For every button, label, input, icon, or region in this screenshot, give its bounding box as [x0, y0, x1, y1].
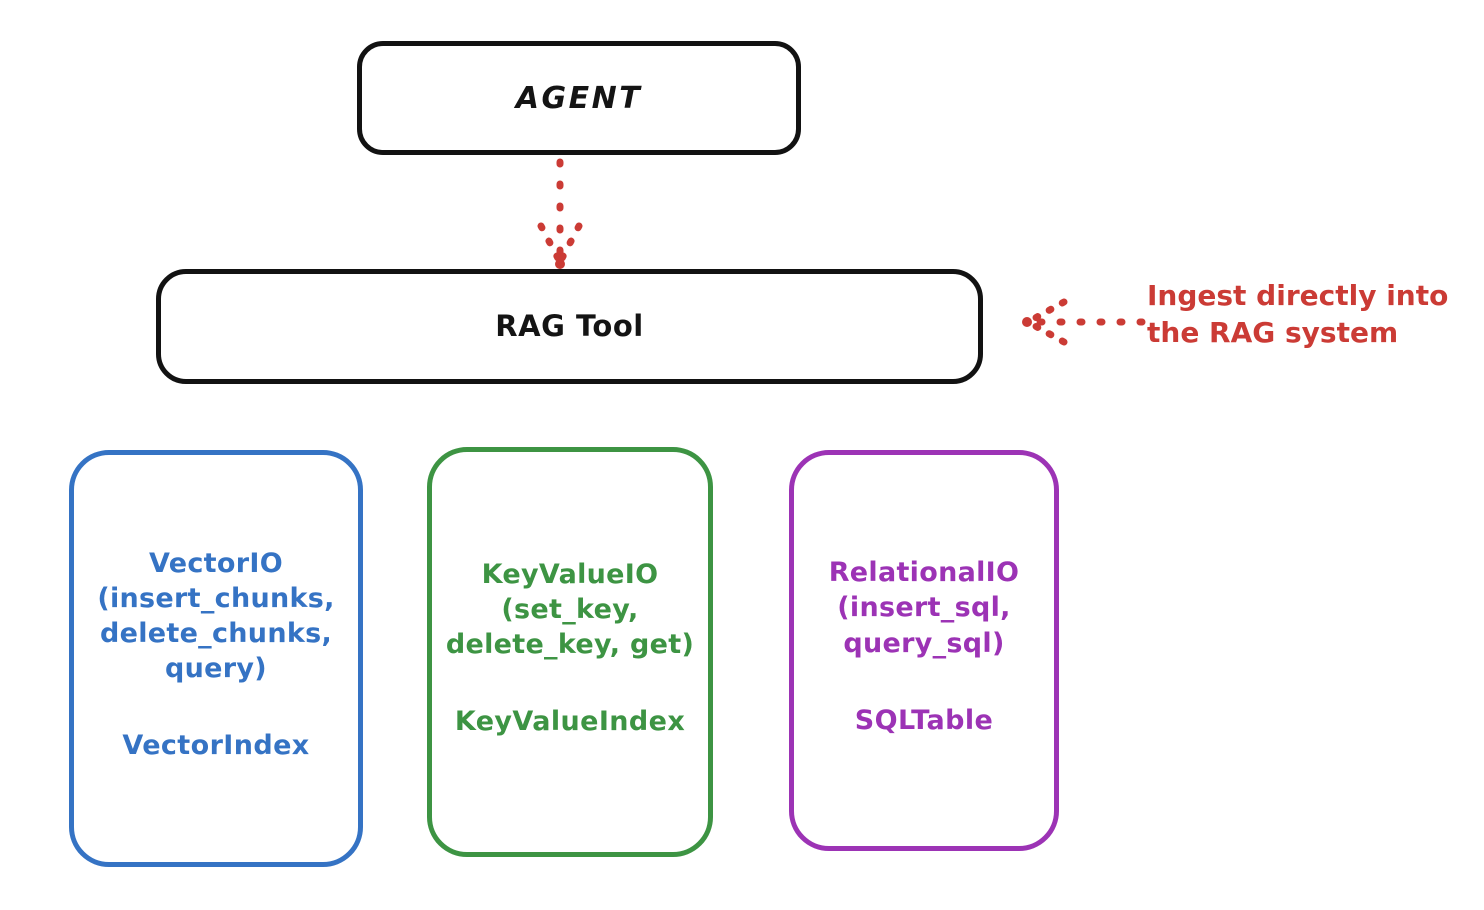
- node-keyvalue-io-content: KeyValueIO (set_key, delete_key, get) Ke…: [432, 557, 708, 747]
- node-keyvalue-io-api-label: KeyValueIO (set_key, delete_key, get): [445, 558, 695, 661]
- connector-agent-to-rag-tool: [537, 158, 583, 269]
- node-rag-tool[interactable]: RAG Tool: [156, 269, 983, 384]
- node-relational-io-index-label: SQLTable: [854, 704, 994, 736]
- node-agent-label: AGENT: [515, 80, 643, 116]
- node-vector-io-index-label: VectorIndex: [122, 730, 310, 762]
- node-relational-io-api-label: RelationalIO (insert_sql, query_sql): [828, 557, 1020, 659]
- node-relational-io-content: RelationalIO (insert_sql, query_sql) SQL…: [794, 555, 1054, 745]
- node-keyvalue-io[interactable]: KeyValueIO (set_key, delete_key, get) Ke…: [427, 447, 713, 857]
- connector-ingest-arrow: [1022, 298, 1146, 346]
- node-keyvalue-io-index-label: KeyValueIndex: [454, 706, 686, 738]
- node-vector-io-api-label: VectorIO (insert_chunks, delete_chunks, …: [97, 547, 335, 685]
- annotation-ingest-note: Ingest directly into the RAG system: [1147, 279, 1449, 350]
- node-vector-io-content: VectorIO (insert_chunks, delete_chunks, …: [74, 546, 358, 771]
- node-rag-tool-label: RAG Tool: [495, 308, 644, 343]
- node-agent[interactable]: AGENT: [357, 41, 801, 155]
- node-relational-io[interactable]: RelationalIO (insert_sql, query_sql) SQL…: [789, 450, 1059, 851]
- node-vector-io[interactable]: VectorIO (insert_chunks, delete_chunks, …: [69, 450, 363, 867]
